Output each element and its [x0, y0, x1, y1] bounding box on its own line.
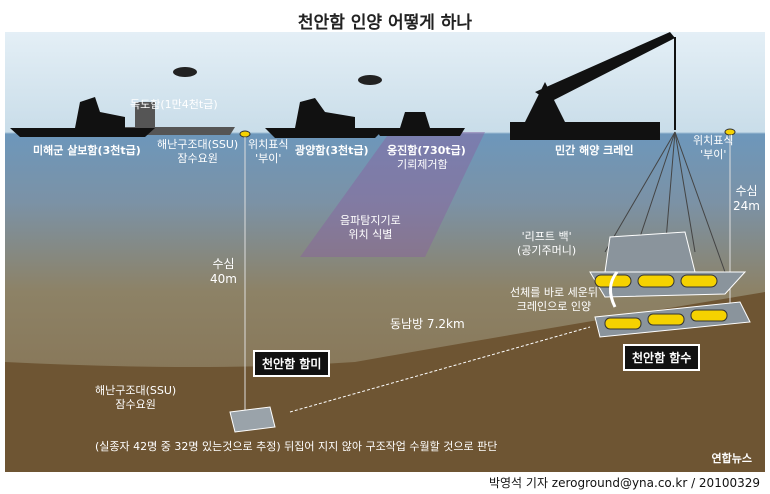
distance-arrow [289, 326, 591, 413]
stern-wreck [229, 406, 276, 433]
label-ssu-bottom: 해난구조대(SSU) 잠수요원 [95, 384, 177, 411]
seabed [5, 292, 765, 472]
label-crane: 민간 해양 크레인 [555, 144, 634, 157]
dokdo-ship [120, 102, 235, 135]
label-ongjin: 옹진함(730t급) [387, 144, 466, 157]
crane-barge [510, 32, 675, 140]
label-depth-right: 수심 24m [733, 184, 760, 213]
label-ongjin-desc: 기뢰제거함 [397, 158, 448, 171]
scene: 독도함(1만4천t급) 미해군 살보함(3천t급) 해난구조대(SSU) 잠수요… [5, 32, 765, 472]
label-lift-bag: '리프트 백' (공기주머니) [517, 230, 577, 257]
gwangyang-ship [265, 98, 385, 138]
helicopter-icon [173, 67, 197, 77]
label-ssu-top: 해난구조대(SSU) 잠수요원 [157, 138, 239, 165]
sonar-beam [300, 132, 485, 257]
label-direction: 동남방 7.2km [390, 317, 465, 331]
label-sonar: 음파탐지기로 위치 식별 [340, 214, 401, 241]
label-buoy-left: 위치표식 '부이' [248, 138, 289, 165]
yonhap-logo: 연합뉴스 [711, 452, 752, 465]
credit: 박영석 기자 zeroground@yna.co.kr / 20100329 [488, 476, 760, 490]
label-dokdo: 독도함(1만4천t급) [130, 98, 218, 111]
label-us-ship: 미해군 살보함(3천t급) [33, 144, 141, 157]
us-salvage-ship [10, 97, 155, 137]
label-gwangyang: 광양함(3천t급) [295, 144, 369, 157]
lift-bag [647, 313, 685, 326]
scene-drawing [5, 32, 765, 472]
lift-bag [680, 274, 718, 288]
infographic-title: 천안함 인양 어떻게 하나 [297, 13, 473, 33]
label-lift-method: 선체를 바로 세운뒤 크레인으로 인양 [510, 286, 598, 313]
label-buoy-right: 위치표식 '부이' [693, 134, 734, 161]
lift-bag [637, 274, 675, 288]
ongjin-ship [375, 112, 465, 136]
footnote: (실종자 42명 중 32명 있는것으로 추정) 뒤집어 지지 않아 구조작업 … [95, 440, 498, 453]
lift-bag [690, 309, 728, 322]
lift-bag [604, 317, 642, 330]
tag-stern: 천안함 함미 [253, 350, 331, 377]
buoy-left [239, 130, 251, 138]
label-depth-left: 수심 40m [210, 257, 237, 286]
tag-bow: 천안함 함수 [623, 344, 701, 371]
lift-arrow [609, 271, 619, 308]
helicopter-icon [358, 75, 382, 85]
